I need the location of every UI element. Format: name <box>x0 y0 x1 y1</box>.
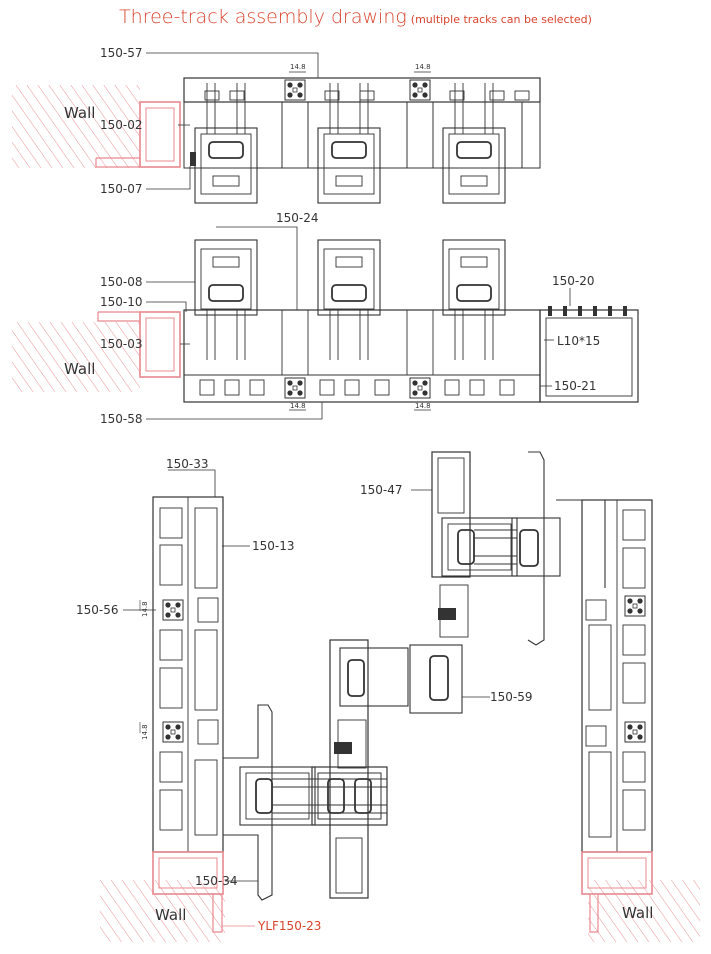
label-150-57: 150-57 <box>100 46 143 60</box>
wall-hatch-middle <box>12 322 140 392</box>
label-ylf150-23: YLF150-23 <box>257 919 321 933</box>
profile-150-47 <box>431 451 471 578</box>
dim-14-8-f: 14.8 <box>141 724 149 740</box>
label-150-13: 150-13 <box>252 539 295 553</box>
wall-hatch-bottom-left <box>100 880 225 942</box>
label-150-07: 150-07 <box>100 182 143 196</box>
middle-section: 14.8 14.8 150-24 150-08 150-10 150-03 15… <box>12 211 639 426</box>
title-sub: (multiple tracks can be selected) <box>410 13 592 26</box>
bottom-left-section: 14.8 14.8 150-33 150-13 150-56 150-34 YL… <box>76 457 388 942</box>
dim-14-8-e: 14.8 <box>141 601 149 617</box>
bottom-center-section: 150-47 150-59 <box>311 451 561 899</box>
wall-profile-150-02 <box>139 101 181 168</box>
top-section: 14.8 14.8 150-57 150-02 150-07 Wall <box>12 46 541 204</box>
drawing-title: Three-track assembly drawing(multiple tr… <box>0 6 711 28</box>
channel-150-20 <box>539 309 639 403</box>
dim-14-8-b: 14.8 <box>415 63 431 71</box>
dim-14-8-a: 14.8 <box>290 63 306 71</box>
label-150-20: 150-20 <box>552 274 595 288</box>
label-150-56: 150-56 <box>76 603 119 617</box>
wall-label-top: Wall <box>64 104 95 122</box>
wall-profile-150-03 <box>139 311 181 378</box>
dim-14-8-c: 14.8 <box>290 402 306 410</box>
profile-150-34 <box>223 704 273 901</box>
title-main: Three-track assembly drawing <box>119 6 407 28</box>
label-150-47: 150-47 <box>360 483 403 497</box>
label-150-33: 150-33 <box>166 457 209 471</box>
label-150-24: 150-24 <box>276 211 319 225</box>
bottom-right-section: Wall <box>556 499 700 942</box>
wall-label-bottom-left: Wall <box>155 906 186 924</box>
wall-hatch-top <box>12 85 140 168</box>
wall-hatch-bottom-right <box>588 880 700 942</box>
label-150-10: 150-10 <box>100 295 143 309</box>
dim-14-8-d: 14.8 <box>415 402 431 410</box>
label-150-02: 150-02 <box>100 118 143 132</box>
label-150-21: 150-21 <box>554 379 597 393</box>
wall-profile-bottom-right <box>581 851 653 895</box>
label-150-34: 150-34 <box>195 874 238 888</box>
label-150-58: 150-58 <box>100 412 143 426</box>
label-150-03: 150-03 <box>100 337 143 351</box>
label-l10x15: L10*15 <box>557 334 600 348</box>
wall-label-middle: Wall <box>64 360 95 378</box>
label-150-59: 150-59 <box>490 690 533 704</box>
label-150-08: 150-08 <box>100 275 143 289</box>
wall-label-bottom-right: Wall <box>622 904 653 922</box>
wall-profile-bottom-left <box>152 851 224 895</box>
